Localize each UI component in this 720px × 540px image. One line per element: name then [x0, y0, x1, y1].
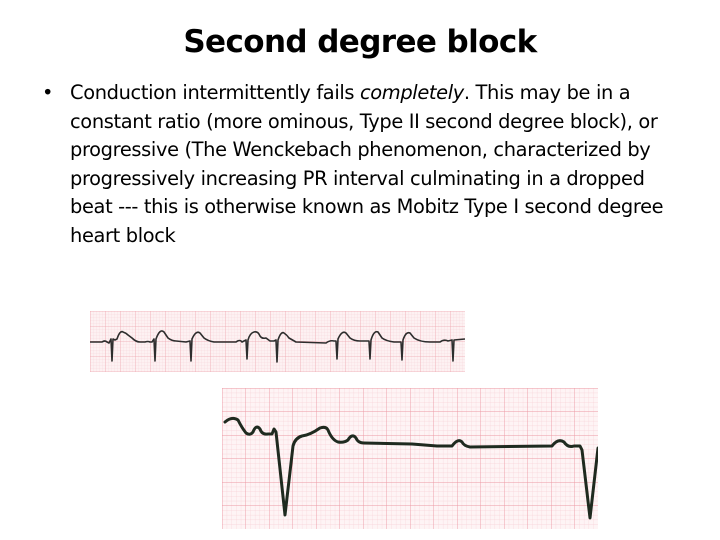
bullet-text-after: . This may be in a constant ratio (more … — [70, 81, 664, 247]
ecg-strip-1-graphic — [90, 311, 465, 372]
ecg-strip-2-graphic — [222, 388, 598, 529]
ecg-strip-1 — [90, 311, 465, 372]
ecg-strip-2 — [222, 388, 598, 529]
bullet-item: • Conduction intermittently fails comple… — [42, 79, 682, 251]
bullet-text-before: Conduction intermittently fails — [70, 81, 360, 104]
slide-title: Second degree block — [183, 24, 537, 60]
bullet-emphasis: completely — [359, 81, 464, 104]
bullet-marker: • — [42, 81, 54, 104]
bullet-list: • Conduction intermittently fails comple… — [42, 79, 682, 251]
